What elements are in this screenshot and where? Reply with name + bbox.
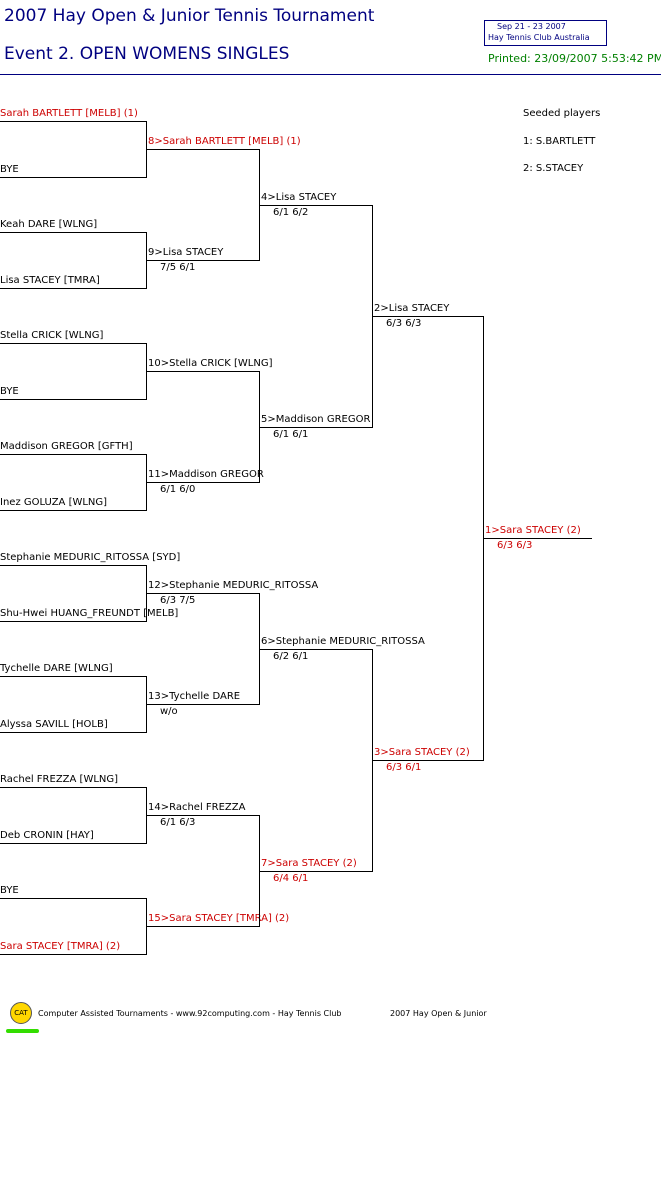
round1-line: [0, 676, 146, 677]
round4-score: 6/3 6/1: [386, 762, 422, 773]
tournament-dates: Sep 21 - 23 2007: [497, 22, 566, 31]
round3-line: [259, 205, 372, 206]
cat-logo-icon: CAT: [10, 1002, 32, 1024]
round1-line: [0, 732, 146, 733]
round1-line: [0, 898, 146, 899]
round3-winner: 7>Sara STACEY (2): [261, 858, 357, 869]
round2-score: 6/1 6/0: [160, 484, 196, 495]
tournament-info-box: Sep 21 - 23 2007 Hay Tennis Club Austral…: [484, 20, 607, 46]
round2-score: 6/3 7/5: [160, 595, 196, 606]
round2-winner: 13>Tychelle DARE: [148, 691, 241, 702]
round2-line: [146, 260, 259, 261]
round2-winner: 8>Sarah BARTLETT [MELB] (1): [148, 136, 301, 147]
final-score: 6/3 6/3: [497, 540, 533, 551]
round1-player: BYE: [0, 885, 19, 896]
round3-line: [259, 871, 372, 872]
round1-player: Inez GOLUZA [WLNG]: [0, 497, 108, 508]
round3-score: 6/1 6/1: [273, 429, 309, 440]
round1-line: [0, 510, 146, 511]
round2-winner: 15>Sara STACEY [TMRA] (2): [148, 913, 290, 924]
seed-entry: 1: S.BARTLETT: [523, 136, 596, 147]
round4-line: [372, 760, 483, 761]
round1-line: [0, 177, 146, 178]
round2-line: [146, 482, 259, 483]
round3-score: 6/2 6/1: [273, 651, 309, 662]
round1-line: [0, 565, 146, 566]
footer-event: 2007 Hay Open & Junior: [390, 1009, 487, 1018]
round1-line: [0, 787, 146, 788]
round2-winner: 14>Rachel FREZZA: [148, 802, 246, 813]
seeded-players-heading: Seeded players: [523, 108, 601, 119]
round2-line: [146, 371, 259, 372]
round2-score: 6/1 6/3: [160, 817, 196, 828]
round3-score: 6/1 6/2: [273, 207, 309, 218]
round1-player: BYE: [0, 386, 19, 397]
tournament-title: 2007 Hay Open & Junior Tennis Tournament: [4, 6, 375, 26]
round1-line: [0, 343, 146, 344]
round3-winner: 5>Maddison GREGOR: [261, 414, 371, 425]
round2-line: [146, 149, 259, 150]
round1-line: [0, 288, 146, 289]
final-line: [483, 538, 592, 539]
printed-timestamp: Printed: 23/09/2007 5:53:42 PM: [488, 52, 661, 65]
round1-player: Stella CRICK [WLNG]: [0, 330, 104, 341]
round2-line: [146, 926, 259, 927]
round1-line: [0, 121, 146, 122]
round1-player: BYE: [0, 164, 19, 175]
round1-player: Alyssa SAVILL [HOLB]: [0, 719, 108, 730]
final-winner: 1>Sara STACEY (2): [485, 525, 581, 536]
round2-line: [146, 815, 259, 816]
round1-player: Sara STACEY [TMRA] (2): [0, 941, 121, 952]
footer-credit: Computer Assisted Tournaments - www.92co…: [38, 1009, 342, 1018]
round3-line: [259, 427, 372, 428]
event-title: Event 2. OPEN WOMENS SINGLES: [4, 44, 290, 64]
round1-player: Rachel FREZZA [WLNG]: [0, 774, 119, 785]
round2-score: 7/5 6/1: [160, 262, 196, 273]
round2-line: [146, 593, 259, 594]
round1-player: Lisa STACEY [TMRA]: [0, 275, 100, 286]
round1-line: [0, 843, 146, 844]
round3-line: [259, 649, 372, 650]
round3-winner: 4>Lisa STACEY: [261, 192, 337, 203]
seed-entry: 2: S.STACEY: [523, 163, 584, 174]
round2-winner: 12>Stephanie MEDURIC_RITOSSA: [148, 580, 319, 591]
round2-winner: 11>Maddison GREGOR: [148, 469, 264, 480]
header-divider: [0, 74, 661, 75]
tournament-venue: Hay Tennis Club Australia: [488, 33, 590, 42]
round4-winner: 2>Lisa STACEY: [374, 303, 450, 314]
round1-player: Shu-Hwei HUANG_FREUNDT [MELB]: [0, 608, 179, 619]
round1-player: Sarah BARTLETT [MELB] (1): [0, 108, 138, 119]
round3-score: 6/4 6/1: [273, 873, 309, 884]
round1-line: [0, 621, 146, 622]
round1-player: Tychelle DARE [WLNG]: [0, 663, 113, 674]
round1-line: [0, 954, 146, 955]
round2-winner: 10>Stella CRICK [WLNG]: [148, 358, 273, 369]
round3-winner: 6>Stephanie MEDURIC_RITOSSA: [261, 636, 425, 647]
round1-player: Deb CRONIN [HAY]: [0, 830, 94, 841]
round2-score: w/o: [160, 706, 178, 717]
round1-line: [0, 454, 146, 455]
cat-logo-underline: [6, 1029, 39, 1033]
round4-winner: 3>Sara STACEY (2): [374, 747, 470, 758]
round4-score: 6/3 6/3: [386, 318, 422, 329]
round2-line: [146, 704, 259, 705]
round1-player: Maddison GREGOR [GFTH]: [0, 441, 133, 452]
round1-player: Keah DARE [WLNG]: [0, 219, 98, 230]
round2-winner: 9>Lisa STACEY: [148, 247, 224, 258]
round1-player: Stephanie MEDURIC_RITOSSA [SYD]: [0, 552, 181, 563]
round1-line: [0, 232, 146, 233]
round1-line: [0, 399, 146, 400]
round4-line: [372, 316, 483, 317]
